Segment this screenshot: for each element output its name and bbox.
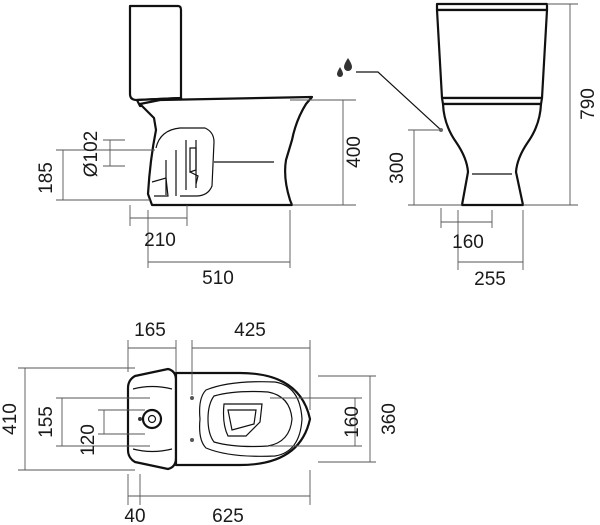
dim-165: 165 [134,320,166,341]
front-view [356,2,578,270]
side-trap [155,127,215,197]
dim-790: 790 [578,88,599,120]
dim-160-top: 160 [342,406,363,438]
dim-625: 625 [212,506,244,525]
dim-120: 120 [78,424,99,456]
front-bowl [441,102,543,207]
dim-210: 210 [144,230,176,251]
side-cistern [128,4,183,102]
water-drop-icon [337,58,352,77]
dim-outlet-diameter: Ø102 [81,131,102,177]
dim-510: 510 [202,268,234,289]
dim-255: 255 [474,269,506,290]
dim-185: 185 [36,162,57,194]
dim-425: 425 [234,320,266,341]
dim-40: 40 [124,506,145,525]
top-view [18,340,376,505]
side-bowl [138,95,314,207]
top-bowl [174,371,312,467]
dim-160-front: 160 [452,232,484,253]
dim-360: 360 [379,403,400,435]
dim-300: 300 [387,152,408,184]
dim-400: 400 [344,136,365,168]
front-cistern [435,8,549,100]
side-view [56,4,356,268]
dim-155: 155 [36,406,57,438]
dim-410: 410 [0,403,21,435]
